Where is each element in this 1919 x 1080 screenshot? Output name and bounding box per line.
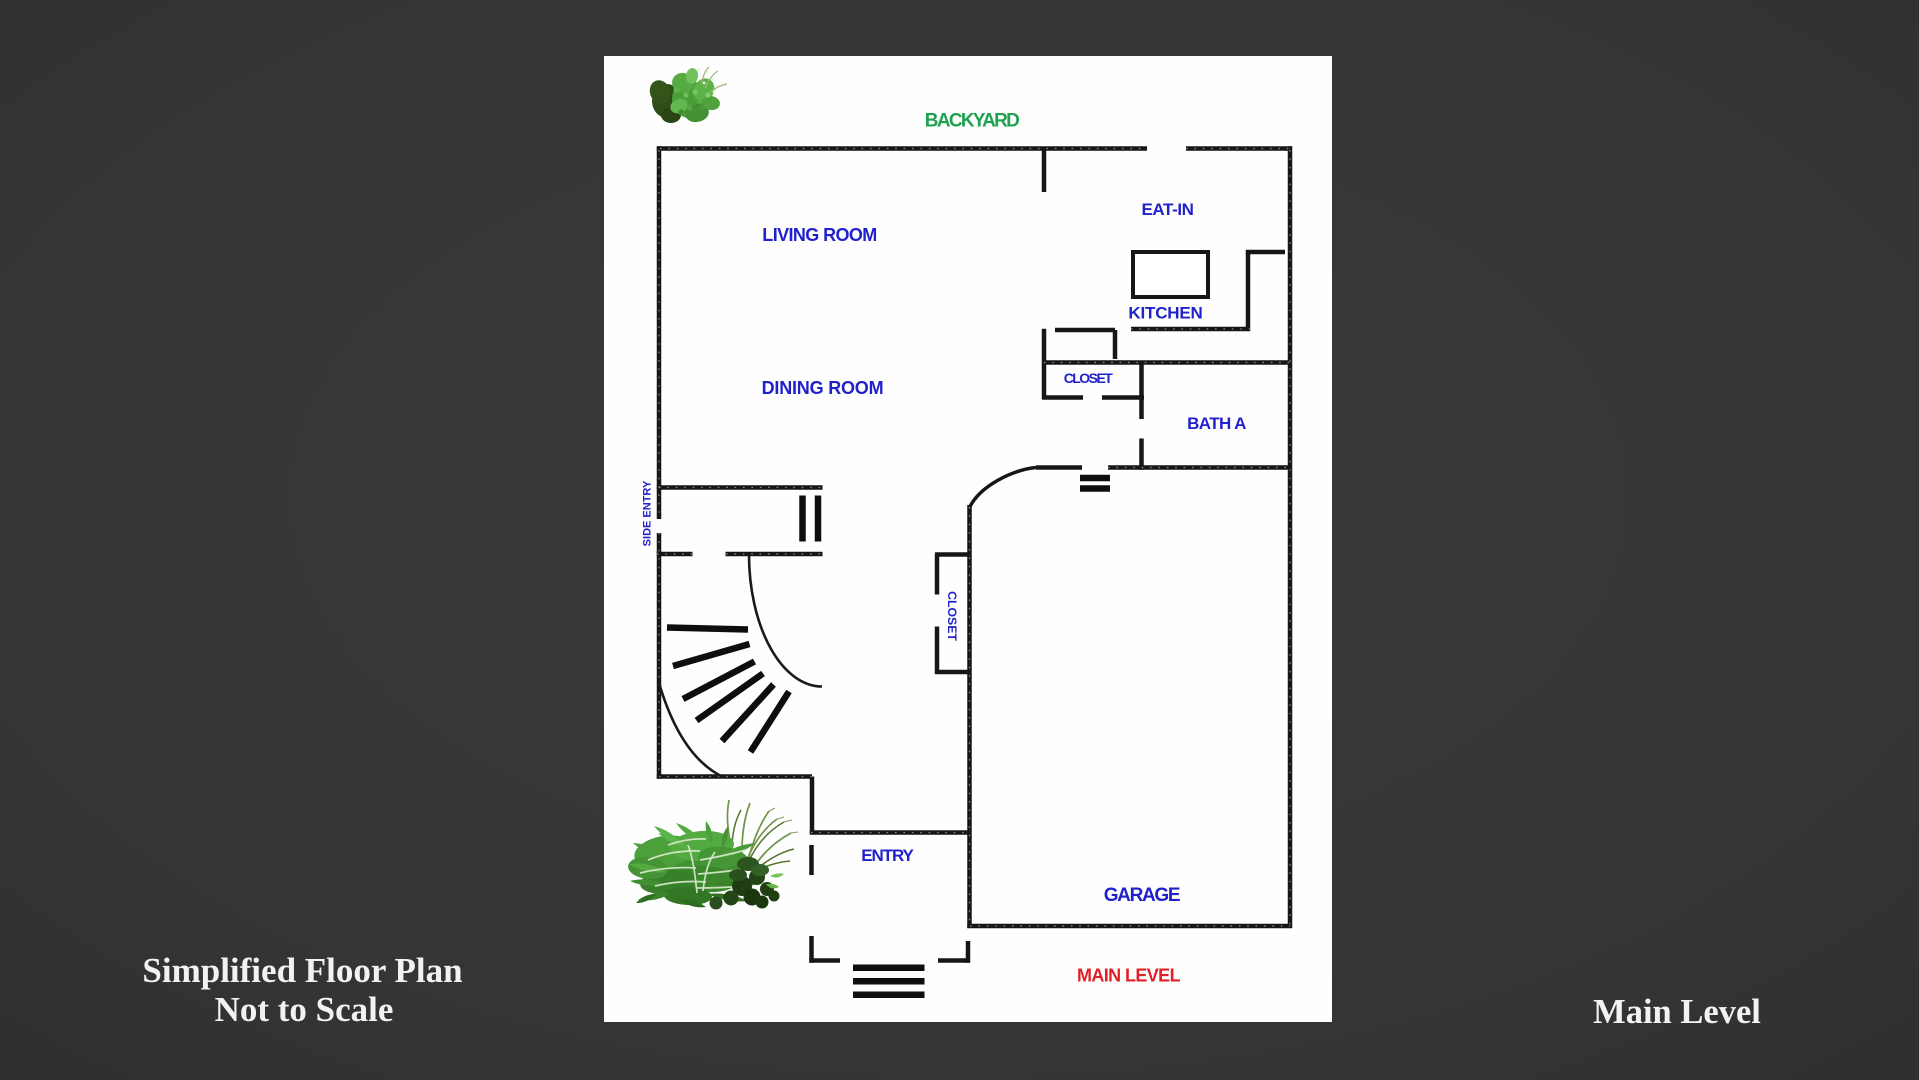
- svg-text:LIVING ROOM: LIVING ROOM: [762, 225, 876, 245]
- svg-text:KITCHEN: KITCHEN: [1128, 304, 1202, 323]
- svg-text:CLOSET: CLOSET: [1064, 370, 1113, 386]
- svg-text:BACKYARD: BACKYARD: [925, 111, 1019, 132]
- svg-text:DINING ROOM: DINING ROOM: [762, 378, 884, 398]
- svg-text:Simplified Floor Plan: Simplified Floor Plan: [142, 951, 462, 990]
- svg-text:CLOSET: CLOSET: [945, 591, 959, 641]
- svg-text:GARAGE: GARAGE: [1104, 885, 1180, 906]
- svg-text:EAT-IN: EAT-IN: [1141, 200, 1193, 219]
- svg-text:SIDE ENTRY: SIDE ENTRY: [642, 480, 654, 546]
- svg-text:ENTRY: ENTRY: [861, 846, 914, 865]
- svg-text:Main Level: Main Level: [1593, 993, 1761, 1031]
- svg-text:Not to Scale: Not to Scale: [215, 990, 394, 1029]
- svg-text:BATH A: BATH A: [1187, 414, 1246, 433]
- svg-text:MAIN LEVEL: MAIN LEVEL: [1077, 966, 1181, 986]
